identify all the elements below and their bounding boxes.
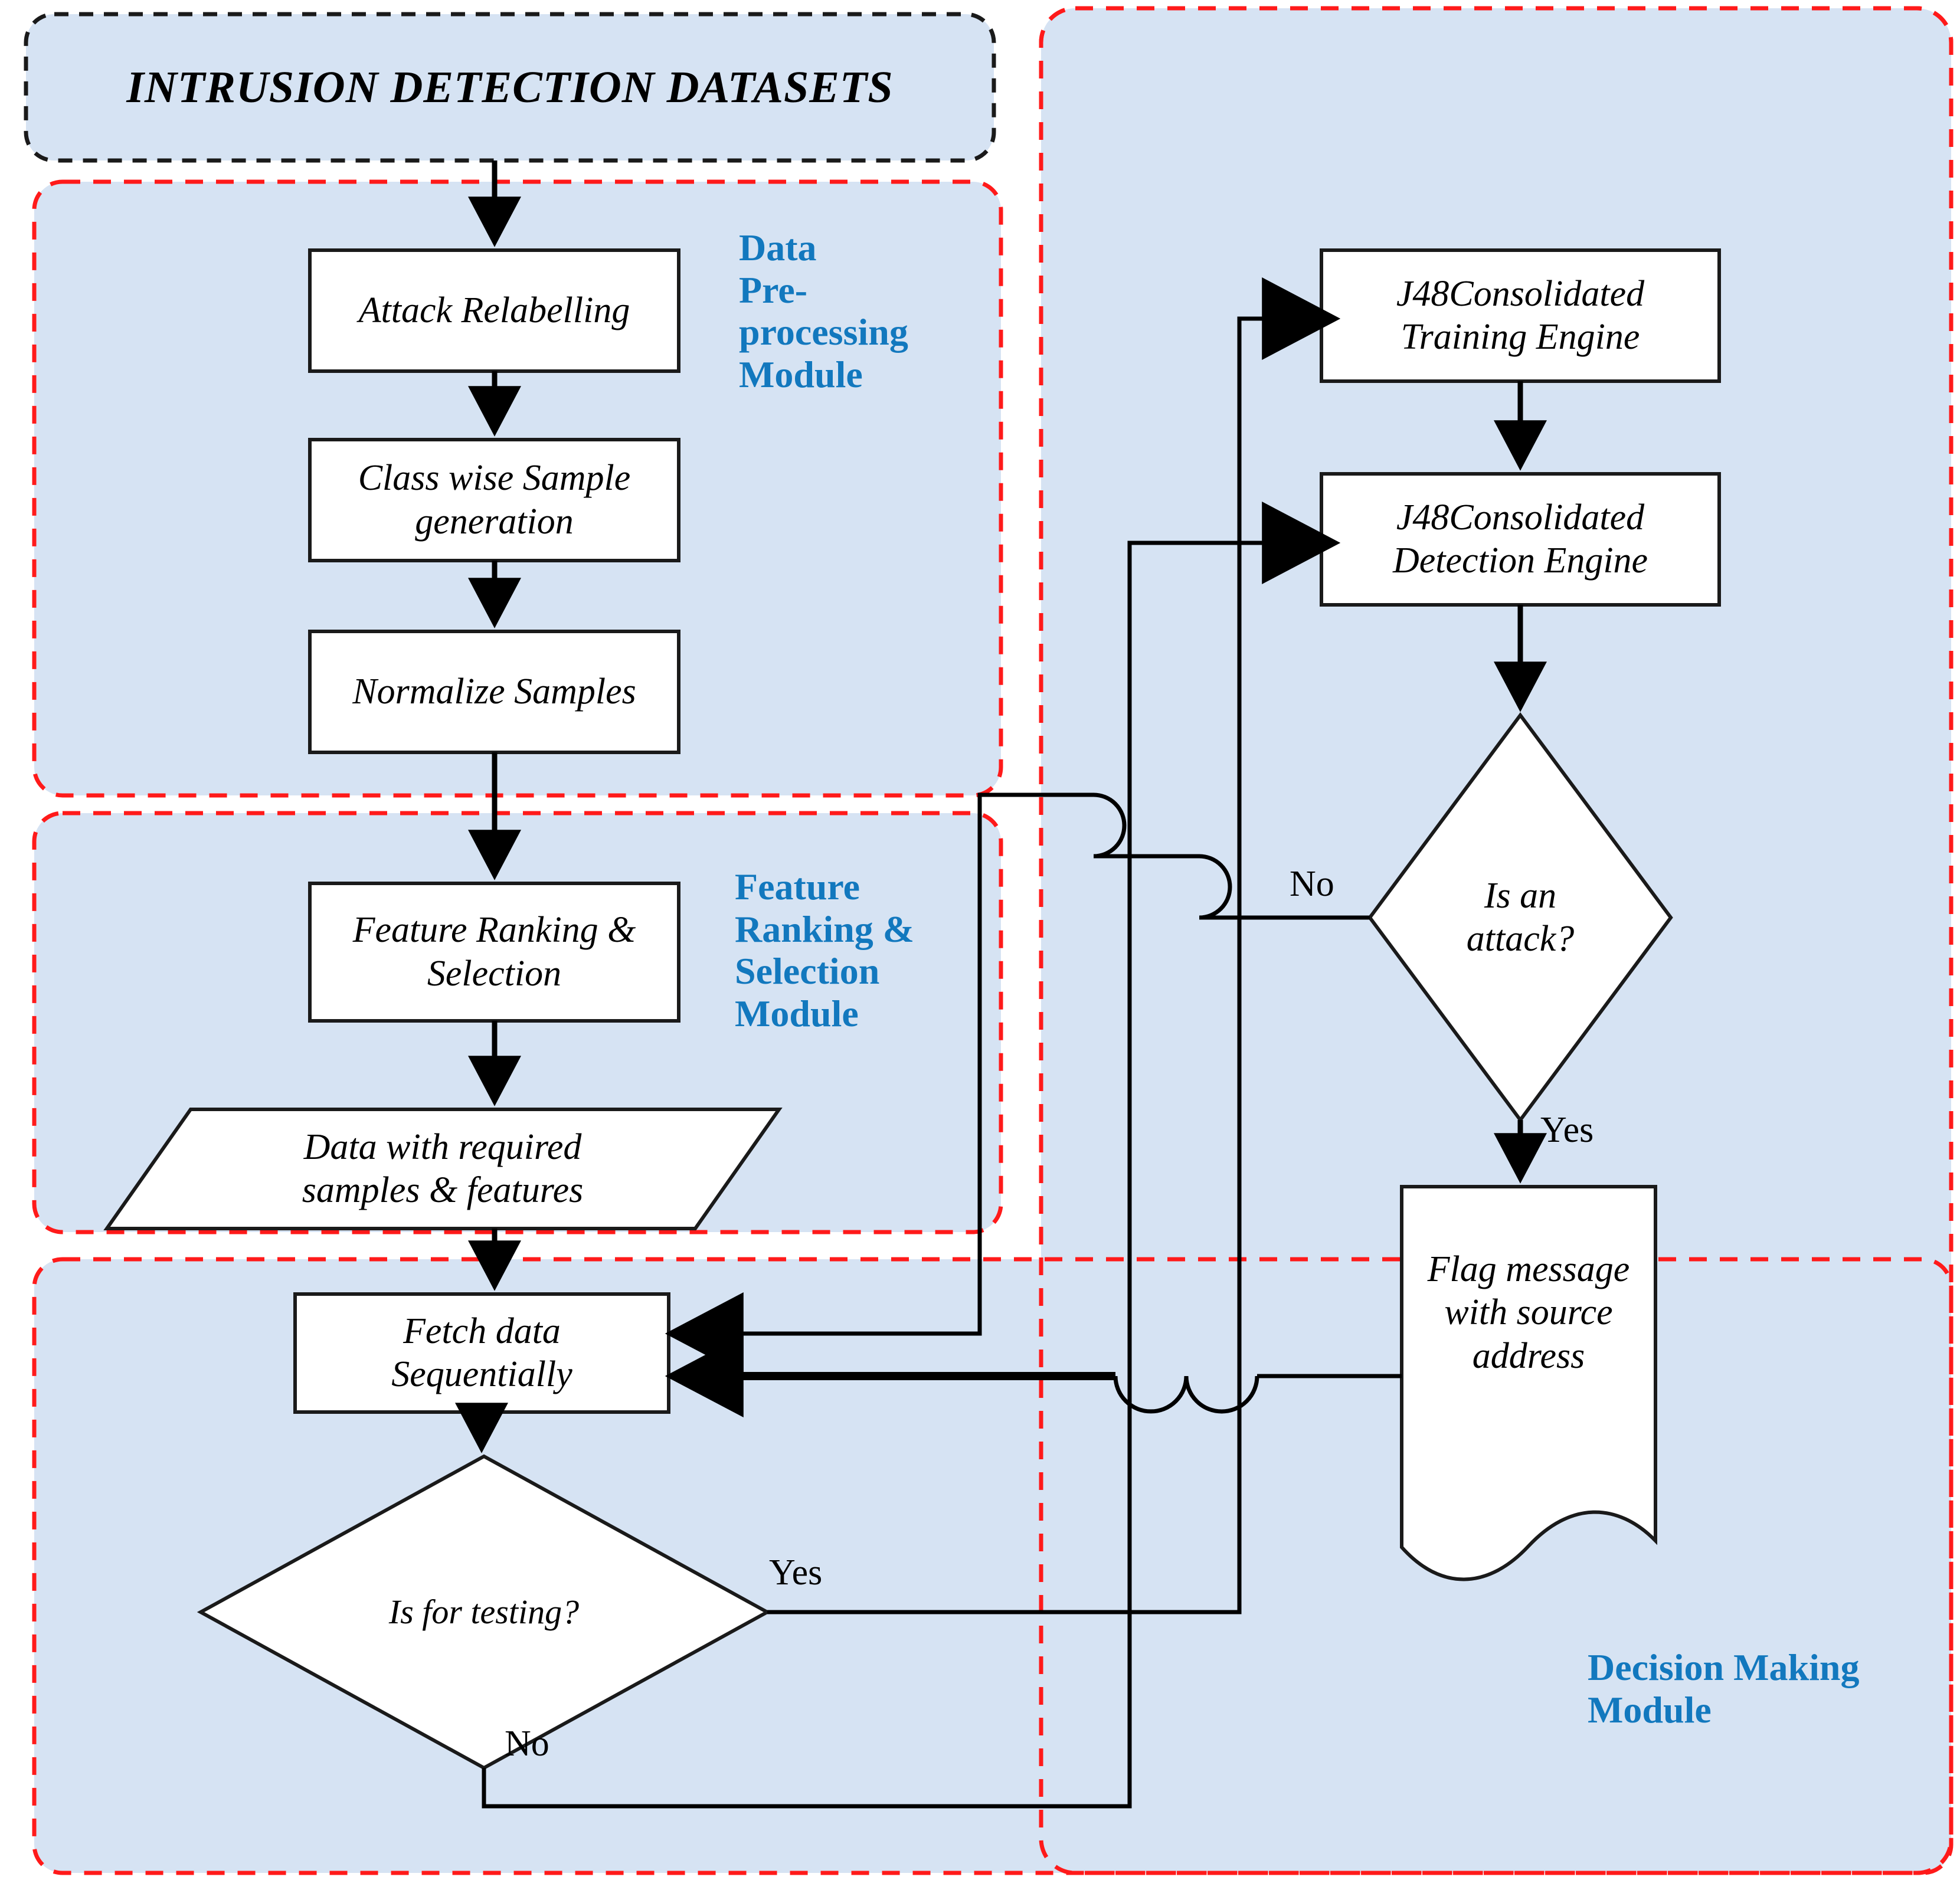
edge-label-attack-yes: Yes: [1540, 1110, 1594, 1150]
module-label-feature-ranking-selection: Feature Ranking & Selection Module: [735, 866, 915, 1035]
shape-fetch-data-sequentially: [293, 1292, 670, 1414]
shape-attack-relabelling: [308, 248, 680, 373]
edge-flag-message-hop-left: [1113, 1375, 1189, 1414]
shape-normalize-samples: [308, 630, 680, 754]
shape-j48consolidated-training-engine: [1320, 248, 1721, 383]
panel-decision-making-overlay: [1039, 6, 1954, 1875]
edge-attack-no-hop-left: [1093, 792, 1127, 859]
edge-flag-message-hop-right: [1184, 1375, 1259, 1414]
shape-j48consolidated-detection-engine: [1320, 472, 1721, 607]
edge-testing-no-to-detection-engine: [482, 541, 1293, 1809]
dataset-banner-title: INTRUSION DETECTION DATASETS: [126, 62, 894, 112]
module-label-decision-making: Decision Making Module: [1588, 1646, 1860, 1731]
edge-attack-no-to-fetch-tail: [732, 792, 1094, 1336]
edge-label-testing-yes: Yes: [769, 1553, 823, 1593]
shape-feature-ranking-selection: [308, 882, 680, 1023]
panel-dataset: [24, 12, 996, 163]
edge-label-attack-no: No: [1290, 864, 1334, 904]
module-label-data-preprocessing: Data Pre- processing Module: [739, 227, 908, 396]
shape-flag-message-with-source-address: [1400, 1185, 1657, 1581]
shape-class-wise-sample-generation: [308, 438, 680, 562]
shape-data-with-required-samples-features: [103, 1108, 783, 1230]
edge-label-testing-no: No: [505, 1724, 549, 1764]
edge-attack-no-hop-right: [1199, 854, 1232, 920]
